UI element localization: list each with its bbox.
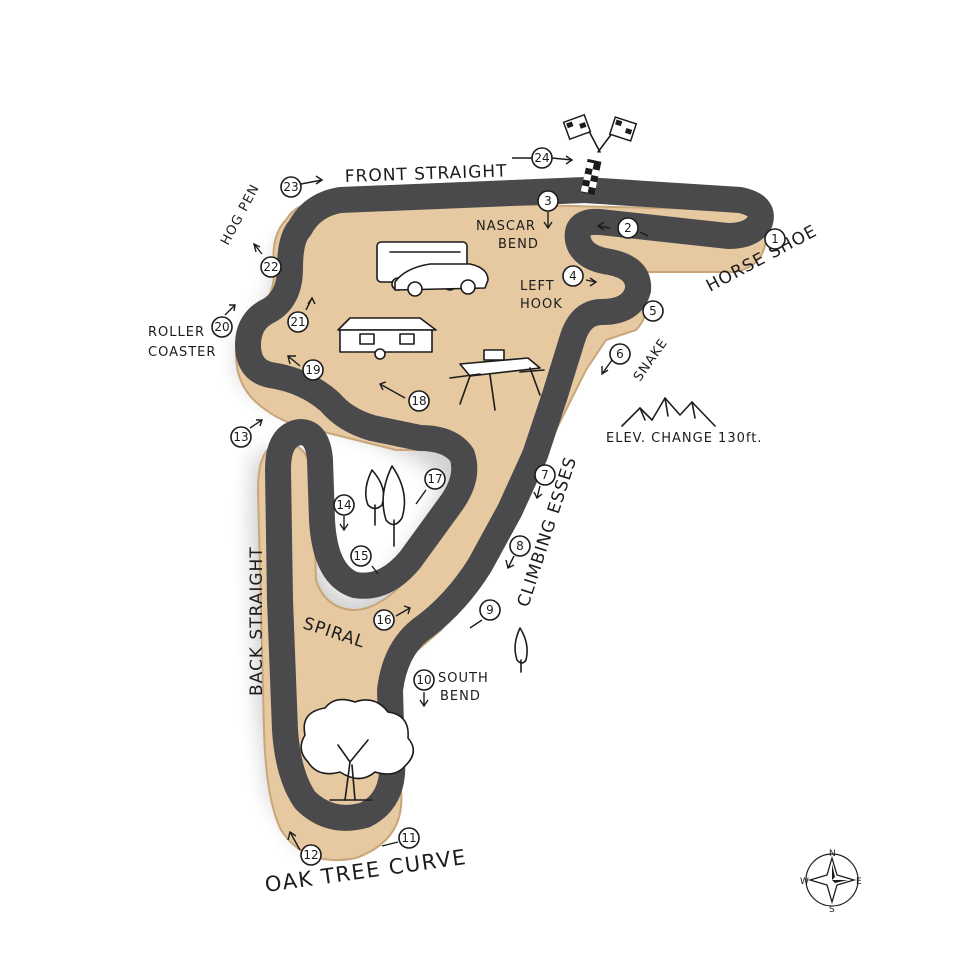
svg-text:2: 2 <box>624 221 632 235</box>
corner-4: 4 <box>562 265 584 287</box>
svg-text:6: 6 <box>616 347 624 361</box>
svg-text:17: 17 <box>427 472 442 486</box>
compass-n: N <box>829 849 837 859</box>
label-south-bend-1: SOUTH <box>438 671 489 686</box>
svg-text:20: 20 <box>214 320 229 334</box>
svg-text:1: 1 <box>771 232 779 246</box>
label-south-bend-2: BEND <box>440 689 481 704</box>
checkered-flags-icon <box>562 113 638 153</box>
label-left-hook-1: LEFT <box>520 279 555 294</box>
corner-17: 17 <box>424 468 446 490</box>
corner-18: 18 <box>408 390 430 412</box>
tree-icon <box>364 465 528 673</box>
corner-15: 15 <box>350 545 372 567</box>
compass-rose-icon: N S E W <box>800 849 863 915</box>
corner-19: 19 <box>302 359 324 381</box>
corner-16: 16 <box>373 609 395 631</box>
corner-24: 24 <box>531 147 553 169</box>
corner-23: 23 <box>280 176 302 198</box>
svg-text:12: 12 <box>303 848 318 862</box>
svg-text:19: 19 <box>305 363 320 377</box>
label-nascar-bend-2: BEND <box>498 237 539 252</box>
corner-11: 11 <box>398 827 420 849</box>
svg-text:21: 21 <box>290 315 305 329</box>
camper-trailer-icon <box>337 317 437 360</box>
svg-text:7: 7 <box>541 468 549 482</box>
label-left-hook-2: HOOK <box>520 297 563 312</box>
svg-text:14: 14 <box>336 498 351 512</box>
compass-s: S <box>829 905 836 915</box>
svg-text:23: 23 <box>283 180 298 194</box>
corner-10: 10 <box>413 669 435 691</box>
corner-2: 2 <box>617 217 639 239</box>
mountains-icon <box>621 397 716 427</box>
corner-21: 21 <box>287 311 309 333</box>
corner-8: 8 <box>509 535 531 557</box>
sports-car-icon <box>394 263 489 297</box>
svg-text:22: 22 <box>263 260 278 274</box>
direction-arrows <box>224 155 649 851</box>
svg-text:8: 8 <box>516 539 524 553</box>
corner-22: 22 <box>260 256 282 278</box>
oak-tree-icon <box>300 698 415 801</box>
corner-7: 7 <box>534 464 556 486</box>
corner-1: 1 <box>764 228 786 250</box>
label-nascar-bend-1: NASCAR <box>476 219 536 234</box>
svg-text:5: 5 <box>649 304 657 318</box>
corner-20: 20 <box>211 316 233 338</box>
corner-5: 5 <box>642 300 664 322</box>
corner-13: 13 <box>230 426 252 448</box>
compass-e: E <box>856 877 863 887</box>
svg-text:4: 4 <box>569 269 577 283</box>
label-snake: SNAKE <box>631 336 671 384</box>
label-roller-coaster-1: ROLLER <box>148 325 205 340</box>
corner-12: 12 <box>300 844 322 866</box>
label-back-straight: BACK STRAIGHT <box>247 546 267 696</box>
corner-6: 6 <box>609 343 631 365</box>
corner-3: 3 <box>537 190 559 212</box>
start-finish-line <box>580 158 602 196</box>
label-elevation: ELEV. CHANGE 130ft. <box>606 431 762 446</box>
svg-text:3: 3 <box>544 194 552 208</box>
label-hog-pen: HOG PEN <box>218 182 263 248</box>
svg-text:10: 10 <box>416 673 431 687</box>
svg-text:16: 16 <box>376 613 391 627</box>
corner-9: 9 <box>479 599 501 621</box>
svg-text:18: 18 <box>411 394 426 408</box>
corner-markers: 1 2 3 4 5 6 7 8 9 10 11 12 13 14 15 16 1… <box>211 147 786 866</box>
label-roller-coaster-2: COASTER <box>148 345 216 360</box>
svg-text:15: 15 <box>353 549 368 563</box>
picnic-table-icon <box>449 349 545 411</box>
svg-text:13: 13 <box>233 430 248 444</box>
compass-w: W <box>800 877 810 887</box>
corner-14: 14 <box>333 494 355 516</box>
svg-text:9: 9 <box>486 603 494 617</box>
svg-text:11: 11 <box>401 831 416 845</box>
asphalt-track <box>235 177 774 831</box>
svg-text:24: 24 <box>534 151 549 165</box>
